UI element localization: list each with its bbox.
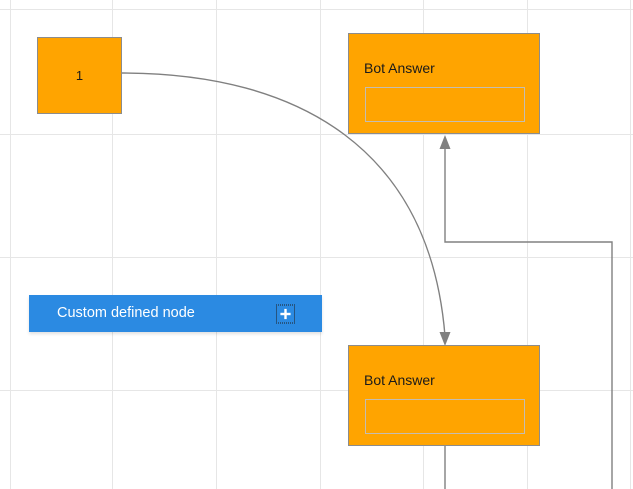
edge-orthogonal-path (444, 145, 613, 489)
custom-defined-node-button[interactable]: Custom defined node (29, 295, 322, 332)
node-1[interactable]: 1 (37, 37, 122, 114)
edge-curved-arrowhead-icon (439, 332, 451, 346)
edge-orthogonal-to-bot-answer-top[interactable] (439, 135, 613, 489)
node-bot-answer-bottom-title: Bot Answer (364, 372, 435, 388)
node-1-label: 1 (75, 68, 84, 83)
plus-icon[interactable] (276, 304, 295, 323)
node-bot-answer-top-title: Bot Answer (364, 60, 435, 76)
node-bot-answer-bottom-slot[interactable] (365, 399, 525, 434)
node-bot-answer-bottom[interactable]: Bot Answer (348, 345, 540, 446)
edge-curved-node1-to-bot-answer-bottom[interactable] (121, 72, 451, 346)
node-bot-answer-top[interactable]: Bot Answer (348, 33, 540, 134)
node-bot-answer-top-slot[interactable] (365, 87, 525, 122)
custom-defined-node-label: Custom defined node (57, 305, 195, 322)
edge-curved-path (121, 72, 446, 337)
edge-orthogonal-arrowhead-icon (439, 135, 451, 149)
